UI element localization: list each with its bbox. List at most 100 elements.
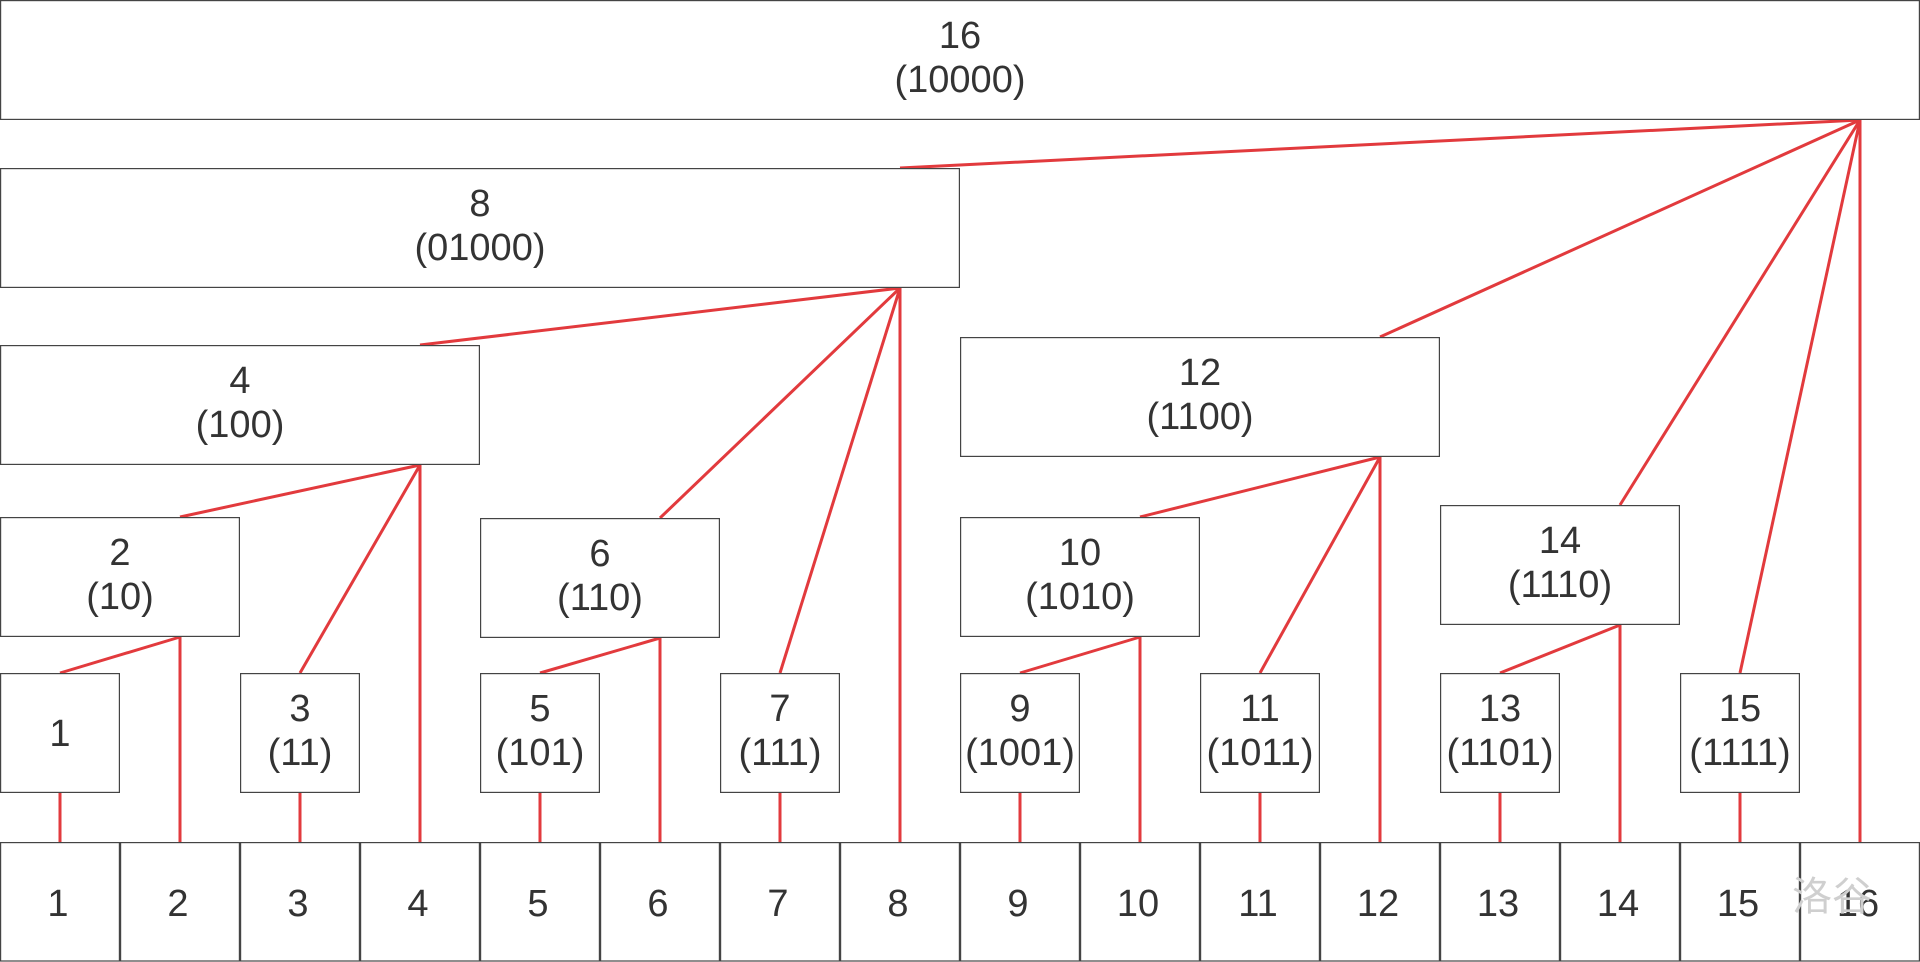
tree-nodes-layer: 16(10000)8(01000)4(100)12(1100)2(10)6(11… [0,0,1920,793]
edge-7-to-8 [778,287,902,674]
tree-node-label: 6 [589,533,610,575]
tree-node-label: 12 [1179,352,1221,394]
tree-node-binary: (1110) [1508,564,1612,606]
array-cell-5: 5 [480,841,601,962]
tree-node-box [0,672,121,793]
edges-layer [58,118,1862,842]
array-cell-box [1559,841,1680,962]
edge-6-to-8 [658,286,902,520]
tree-node-label: 14 [1539,520,1581,562]
array-cell-9: 9 [959,841,1080,962]
array-cell-box [240,841,361,962]
tree-node-binary: (10000) [895,59,1026,101]
tree-node-15: 15(1111) [1679,672,1800,793]
tree-node-label: 2 [109,532,130,574]
array-cell-label: 3 [287,883,308,925]
array-cell-box [599,841,720,962]
tree-node-9: 9(1001) [959,672,1080,793]
array-cell-label: 6 [647,883,668,925]
array-cell-7: 7 [719,841,840,962]
edge-2-to-4 [179,463,421,519]
array-cell-label: 5 [527,883,548,925]
tree-node-13: 13(1101) [1439,672,1560,793]
tree-node-label: 1 [49,713,70,755]
array-cell-label: 11 [1238,883,1277,925]
edge-3-to-4 [298,464,422,674]
tree-node-label: 15 [1719,688,1761,730]
array-cell-3: 3 [240,841,361,962]
tree-node-binary: (1111) [1689,732,1790,774]
tree-node-4: 4(100) [0,345,480,466]
array-cell-label: 1 [47,883,68,925]
tree-node-2: 2(10) [0,516,241,637]
tree-node-14: 14(1110) [1439,505,1680,626]
array-cell-15: 15 [1679,841,1800,962]
array-cell-box [360,841,481,962]
array-cell-8: 8 [839,841,960,962]
array-cell-label: 15 [1717,883,1759,925]
tree-node-box [0,168,960,289]
tree-node-11: 11(1011) [1199,672,1320,793]
array-cell-label: 14 [1597,883,1639,925]
array-cell-box [959,841,1080,962]
edge-4-to-8 [419,286,901,347]
tree-node-binary: (11) [268,732,333,774]
tree-node-binary: (1001) [965,732,1075,774]
edge-15-to-16 [1738,119,1862,674]
array-cell-2: 2 [119,841,241,962]
tree-node-label: 4 [229,360,250,402]
tree-node-label: 7 [769,688,790,730]
array-cell-box [1439,841,1560,962]
tree-node-label: 10 [1059,532,1101,574]
tree-node-8: 8(01000) [0,168,960,289]
array-cell-14: 14 [1559,841,1680,962]
tree-node-box [0,345,480,466]
edge-14-to-16 [1618,119,1862,506]
tree-node-label: 11 [1240,688,1279,730]
array-cell-box [0,841,121,962]
array-cell-label: 8 [887,883,908,925]
tree-node-binary: (100) [196,404,285,446]
array-cell-label: 9 [1007,883,1028,925]
array-cell-12: 12 [1319,841,1440,962]
array-cell-box [719,841,840,962]
tree-node-10: 10(1010) [959,516,1200,637]
array-cell-box [119,841,241,962]
tree-node-label: 13 [1479,688,1521,730]
edge-9-to-10 [1019,635,1141,675]
tree-node-binary: (1011) [1206,732,1313,774]
tree-node-7: 7(111) [719,672,840,793]
tree-node-label: 9 [1009,688,1030,730]
array-cell-box [1079,841,1200,962]
array-cell-box [1319,841,1440,962]
tree-node-binary: (1101) [1446,732,1553,774]
tree-node-1: 1 [0,672,121,793]
tree-node-binary: (101) [496,732,585,774]
tree-node-3: 3(11) [240,672,361,793]
tree-node-box [959,516,1200,637]
array-cell-11: 11 [1199,841,1320,962]
tree-node-box [0,0,1920,121]
tree-node-binary: (110) [557,577,643,619]
array-cell-label: 12 [1357,883,1399,925]
tree-node-box [240,672,361,793]
tree-node-label: 16 [939,15,981,57]
array-cell-box [480,841,601,962]
tree-node-box [719,672,840,793]
tree-node-box [959,337,1440,458]
edge-13-to-14 [1499,623,1621,675]
tree-node-box [1439,672,1560,793]
edge-12-to-16 [1379,118,1861,339]
array-cell-1: 1 [0,841,121,962]
edge-11-to-12 [1258,456,1382,674]
array-cell-box [1199,841,1320,962]
tree-node-6: 6(110) [480,517,721,638]
tree-node-5: 5(101) [480,672,601,793]
tree-node-box [1439,505,1680,626]
tree-node-box [480,672,601,793]
array-cell-16: 16 [1799,841,1920,962]
array-cell-label: 7 [767,883,788,925]
edge-1-to-2 [59,635,181,675]
array-cell-6: 6 [599,841,720,962]
